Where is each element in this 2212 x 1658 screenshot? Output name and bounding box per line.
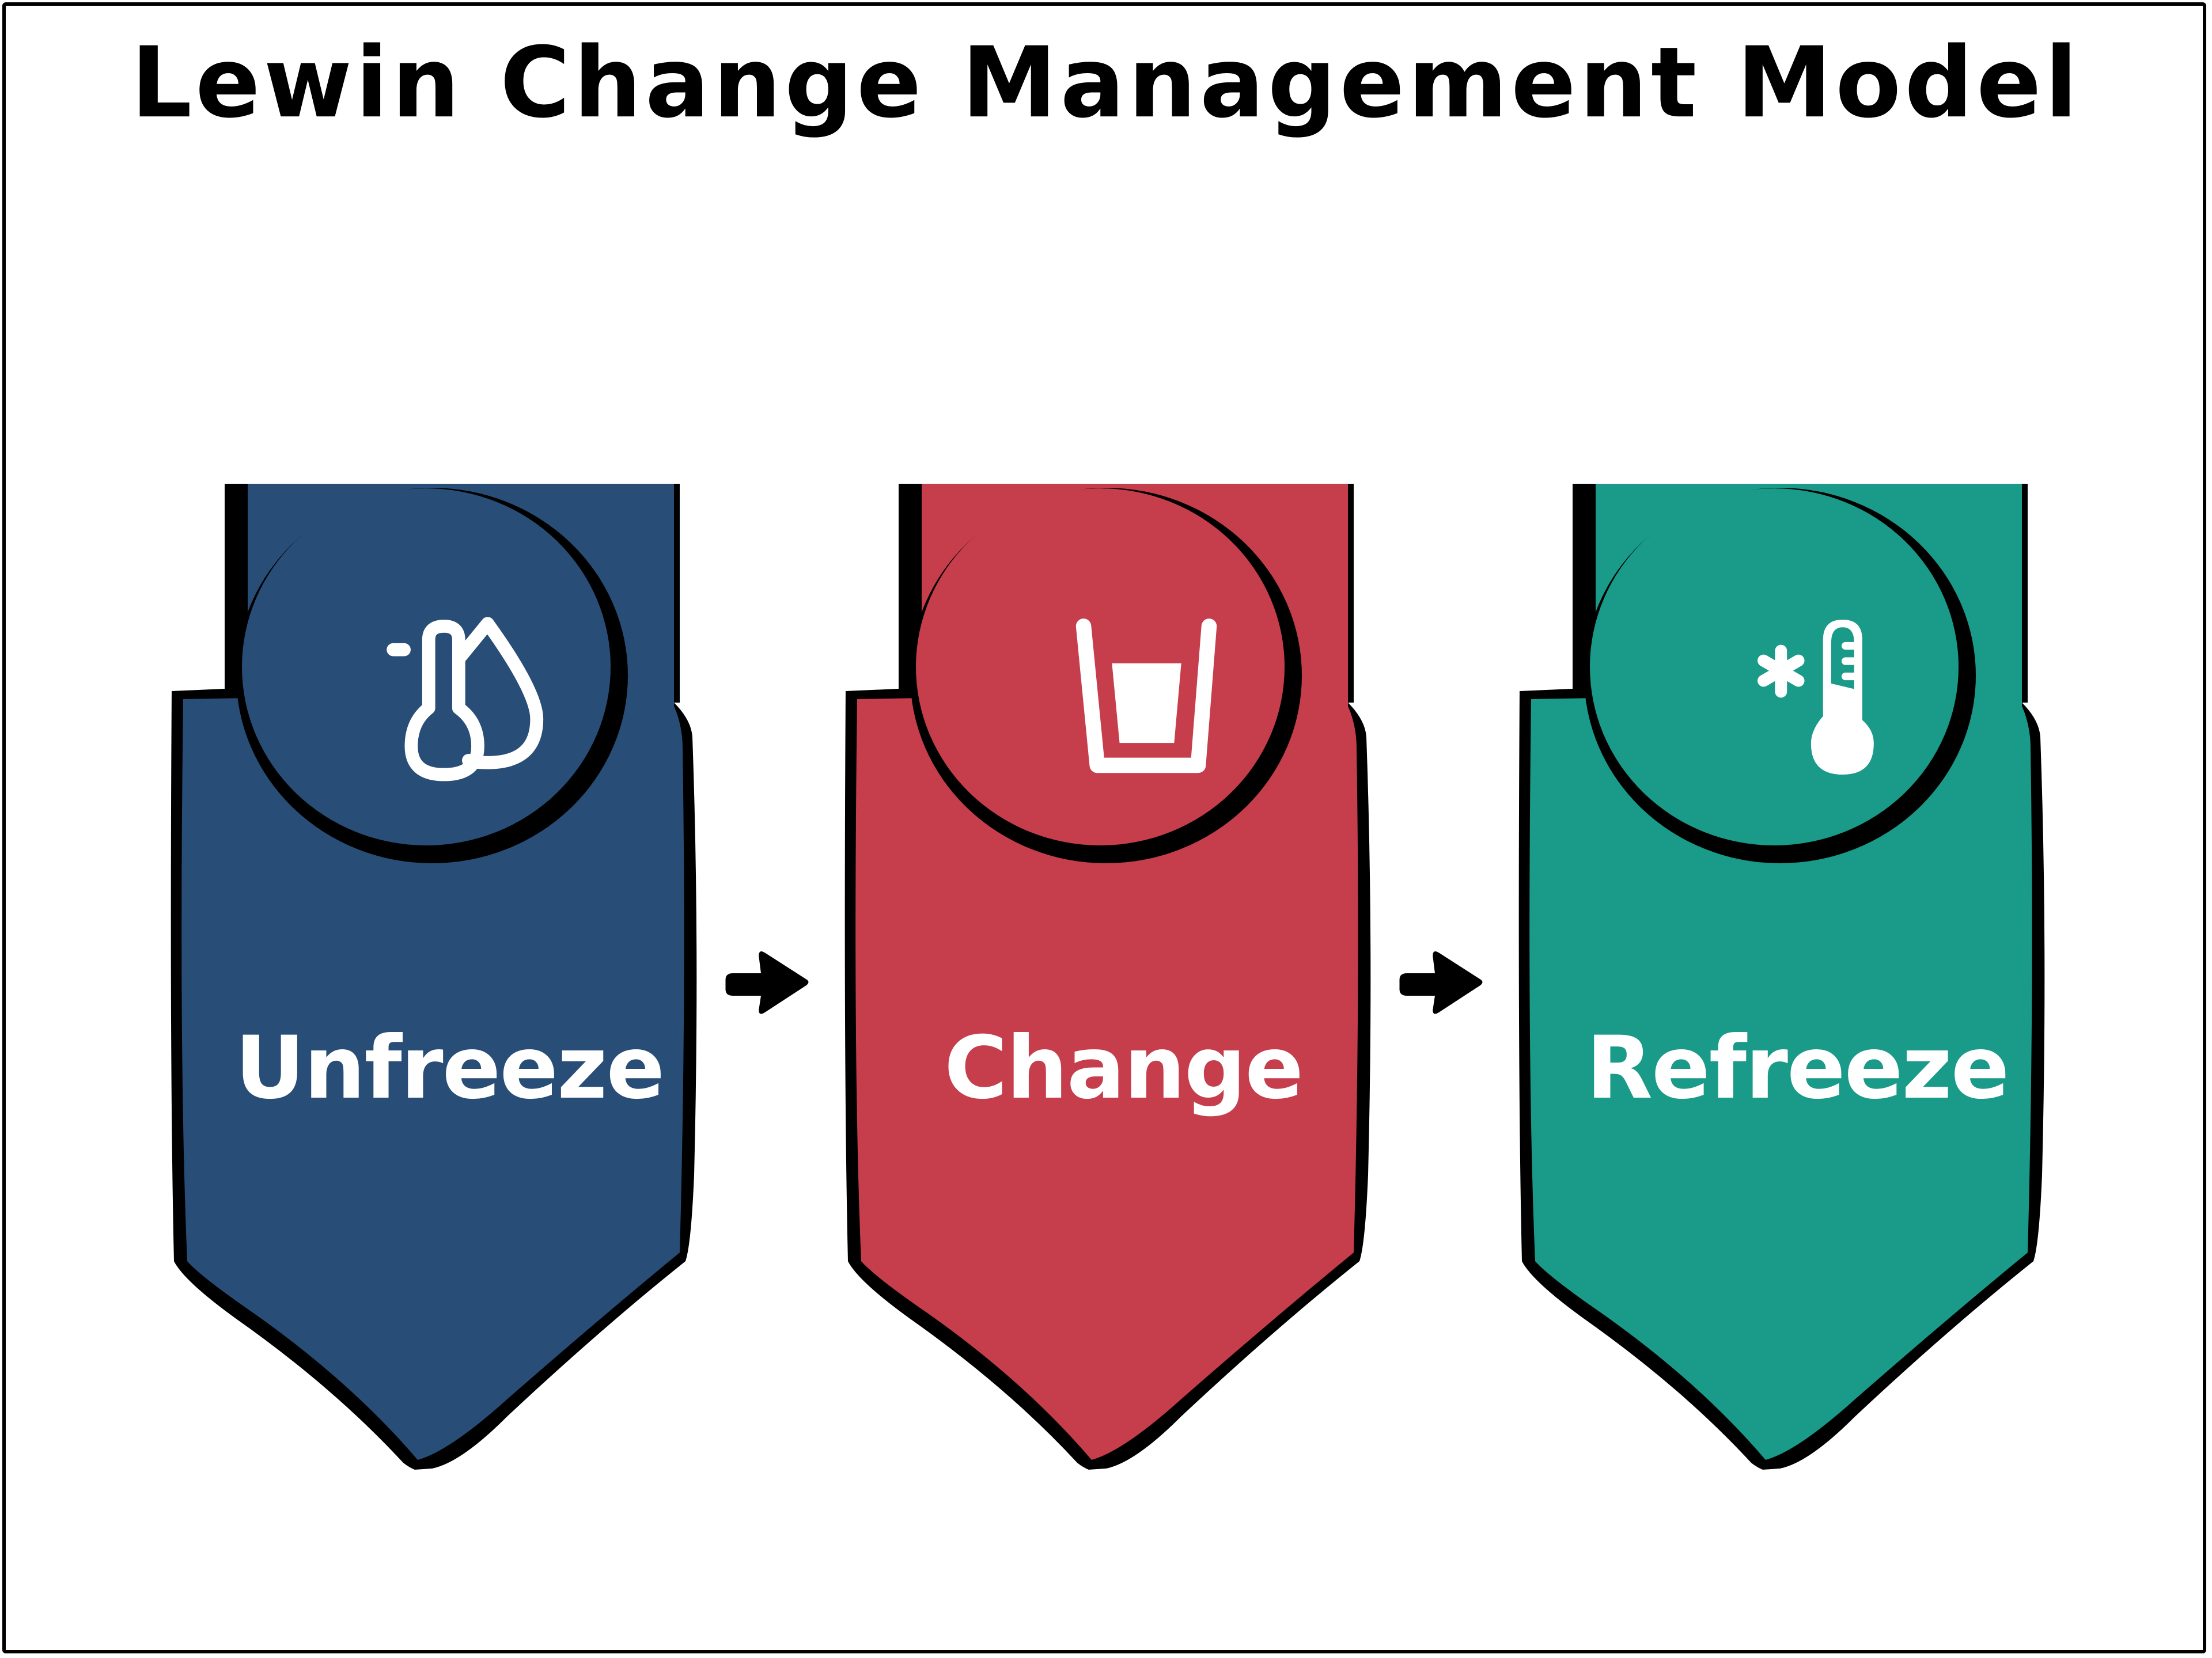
stage-label: Unfreeze (234, 1018, 665, 1118)
thermometer-droplet-icon (387, 617, 544, 781)
arrow-right-icon (1399, 951, 1483, 1014)
stage-label: Refreeze (1586, 1018, 2010, 1118)
stage-unfreeze: Unfreeze (161, 478, 737, 1486)
stage-change: Change (835, 478, 1411, 1486)
pentagon-banner-shape (835, 478, 1411, 1470)
snowflake-thermometer-icon (1758, 620, 1874, 775)
pentagon-banner-shape (161, 478, 737, 1470)
glass-water-icon (1075, 619, 1217, 773)
stage-refreeze: Refreeze (1509, 478, 2085, 1486)
arrow-right-icon (725, 951, 809, 1014)
diagram-title: Lewin Change Management Model (131, 26, 2081, 140)
stage-label: Change (944, 1018, 1304, 1118)
